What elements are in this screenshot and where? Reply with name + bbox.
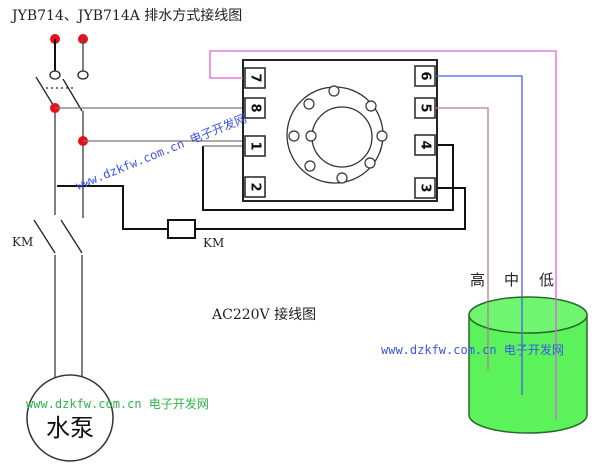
relay-right-pins: 6 5 4 3 [414,65,436,199]
breaker-blade-1 [35,76,56,109]
pin-label-3: 3 [418,183,433,192]
socket-hole [365,100,377,112]
pin-label-1: 1 [248,141,263,150]
pin-label-4: 4 [418,140,433,149]
watermark-tank: www.dzkfw.com.cn 电子开发网 [381,342,564,357]
socket-hole [364,157,376,169]
pin-label-5: 5 [418,103,433,112]
pin-box-4 [414,134,436,156]
level-label-high: 高 [470,271,485,289]
pump-motor [26,374,114,462]
socket-hole [304,160,316,172]
subtitle: AC220V 接线图 [211,306,316,323]
wire-pin5-high-probe [435,107,489,370]
km-contact-1 [33,219,56,254]
breaker-contact-1 [49,70,61,80]
pin-label-2: 2 [248,182,263,191]
wire-pin1-to-pin4 [202,144,454,211]
socket-hole [376,130,388,142]
socket-hole [288,130,300,142]
km-contact-2 [60,219,83,254]
socket-hole [303,98,315,110]
relay-left-pins: 7 8 1 2 [244,67,266,198]
socket-holes [288,85,388,184]
wire-coil-to-pin3 [195,187,466,230]
breaker-contact-2 [77,70,89,80]
socket-hole [305,130,317,142]
water-tank [468,296,588,434]
coil-label: KM [203,236,224,250]
watermark-pump: www.dzkfw.com.cn 电子开发网 [26,396,209,411]
wire-coil-left [57,185,168,230]
wire-pin6-mid-probe [435,75,523,395]
pin-box-7 [244,67,266,89]
tank-body [468,314,588,434]
wire-pin7-low-probe [209,50,557,420]
contact-label: KM [12,235,33,249]
pin-label-7: 7 [248,73,263,82]
pin-box-1 [244,135,266,157]
socket-hole [328,85,340,97]
pump-label: 水泵 [46,414,94,442]
tank-top [468,296,588,334]
socket-hole [336,172,348,184]
level-label-low: 低 [539,271,554,289]
breaker-blade-2 [62,78,83,112]
pin-label-6: 6 [418,71,433,80]
pin-label-8: 8 [248,103,263,112]
pin-box-3 [414,177,436,199]
pin-box-2 [244,176,266,198]
km-coil [167,219,196,239]
watermark-diagonal: www.dzkfw.com.cn 电子开发网 [74,110,249,192]
pin-box-8 [244,97,266,119]
level-label-mid: 中 [504,271,519,289]
diagram-title: JYB714、JYB714A 排水方式接线图 [10,7,242,24]
